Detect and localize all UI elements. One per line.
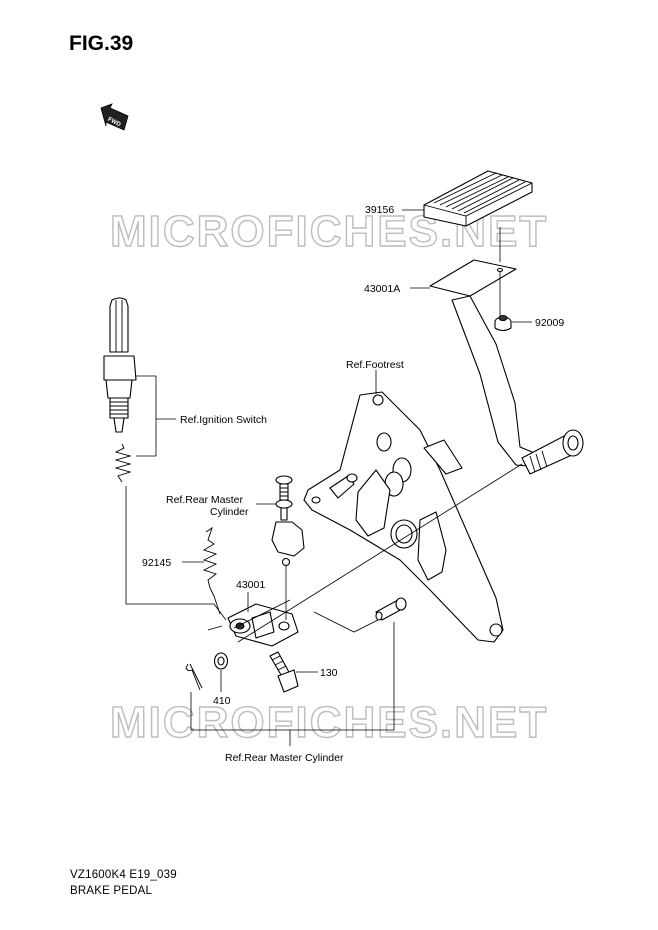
leader-lines xyxy=(136,209,532,692)
footer-model-code: VZ1600K4 E19_039 xyxy=(70,869,177,881)
ignition-switch xyxy=(103,297,137,433)
footrest-plate xyxy=(303,391,504,643)
label-ref-rear-master-2: Cylinder xyxy=(210,506,249,518)
return-spring-92145 xyxy=(202,526,221,615)
fwd-arrow-icon: FWD xyxy=(100,103,129,131)
pedal-rubber-pad xyxy=(423,170,533,227)
label-43001: 43001 xyxy=(236,579,265,591)
label-ref-footrest: Ref.Footrest xyxy=(346,359,404,371)
clevis-pin xyxy=(375,597,407,621)
bolt-130 xyxy=(269,651,299,693)
cap-nut-92009 xyxy=(494,315,512,332)
figure-title: FIG.39 xyxy=(69,32,134,55)
label-ref-ignition-switch: Ref.Ignition Switch xyxy=(180,414,267,426)
watermark-bottom: MICROFICHES.NET xyxy=(110,698,548,747)
cotter-pin xyxy=(185,663,203,691)
label-92145: 92145 xyxy=(142,557,171,569)
label-43001a: 43001A xyxy=(364,283,400,295)
label-39156: 39156 xyxy=(365,204,394,216)
label-410: 410 xyxy=(213,695,231,707)
label-130: 130 xyxy=(320,667,338,679)
washer-410 xyxy=(213,652,229,670)
footer-section-title: BRAKE PEDAL xyxy=(70,885,153,897)
label-ref-rear-master-cylinder: Ref.Rear Master Cylinder xyxy=(225,752,344,764)
brake-pedal-arm xyxy=(429,259,584,475)
brake-lever-43001 xyxy=(227,603,299,647)
master-cylinder-rod xyxy=(271,475,305,567)
label-92009: 92009 xyxy=(535,317,564,329)
label-ref-rear-master-1: Ref.Rear Master xyxy=(166,494,244,506)
return-spring-upper xyxy=(114,443,132,483)
assembly-lines xyxy=(125,227,523,746)
